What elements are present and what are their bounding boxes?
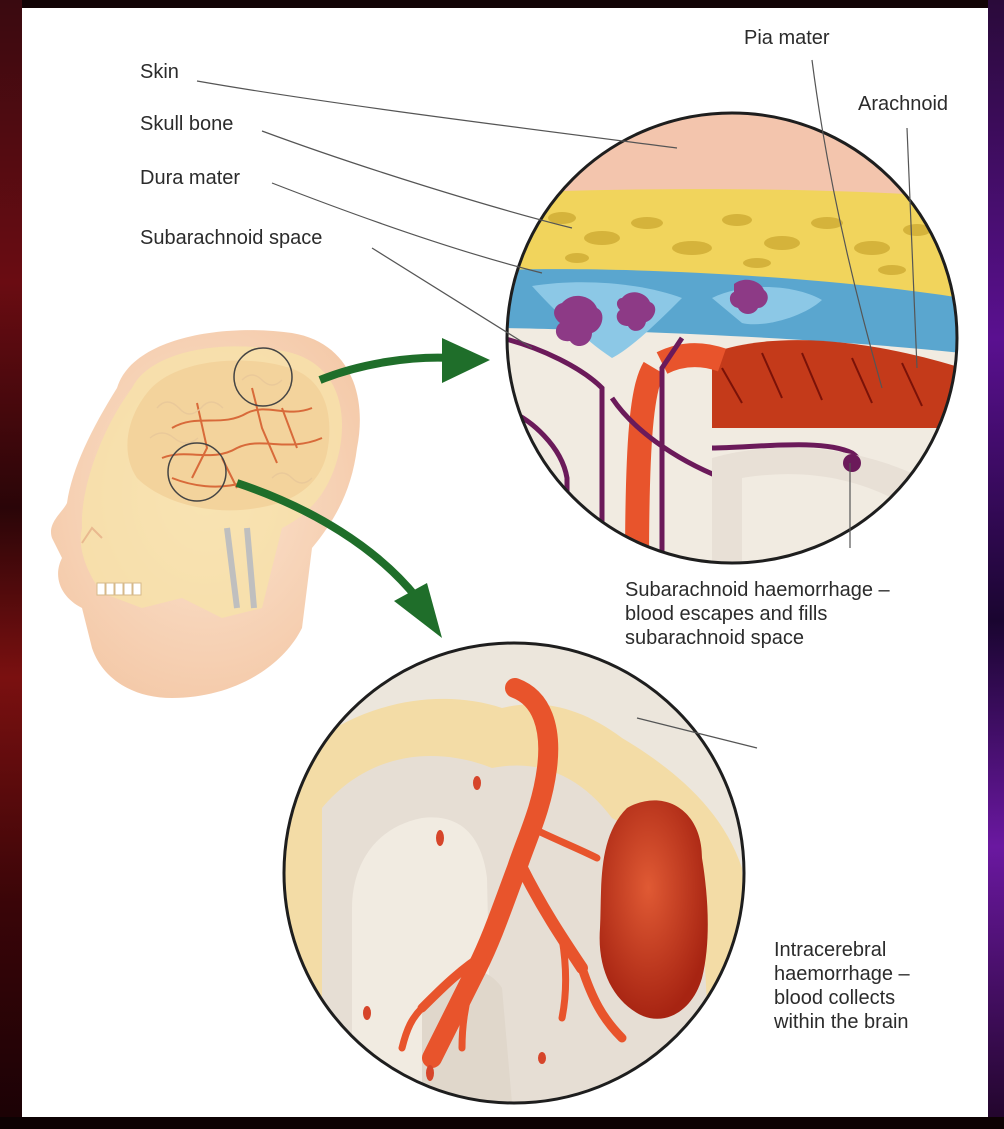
brain-tissue-magnified — [284, 643, 752, 1103]
meninges-magnified — [502, 108, 962, 568]
label-skin: Skin — [140, 60, 179, 84]
frame-bottom — [0, 1117, 1004, 1129]
label-skull-bone: Skull bone — [140, 112, 233, 136]
teeth — [97, 583, 141, 595]
label-intracerebral-haemorrhage: Intracerebral haemorrhage – blood collec… — [774, 938, 910, 1034]
frame-top — [0, 0, 1004, 8]
label-arachnoid: Arachnoid — [858, 92, 948, 116]
frame-left-border — [0, 0, 22, 1129]
skin-layer — [502, 108, 962, 198]
frame-right-border — [988, 0, 1004, 1129]
intracerebral-clot — [600, 800, 708, 1018]
label-subarachnoid-space: Subarachnoid space — [140, 226, 322, 250]
label-pia-mater: Pia mater — [744, 26, 830, 50]
label-dura-mater: Dura mater — [140, 166, 240, 190]
diagram-panel: Skin Skull bone Dura mater Subarachnoid … — [22, 8, 988, 1117]
label-subarachnoid-haemorrhage: Subarachnoid haemorrhage – blood escapes… — [625, 578, 890, 650]
leader-subarachnoid-space — [372, 248, 532, 348]
leader-skin — [197, 81, 677, 148]
leader-skull-bone — [262, 131, 572, 228]
brain — [127, 360, 329, 510]
